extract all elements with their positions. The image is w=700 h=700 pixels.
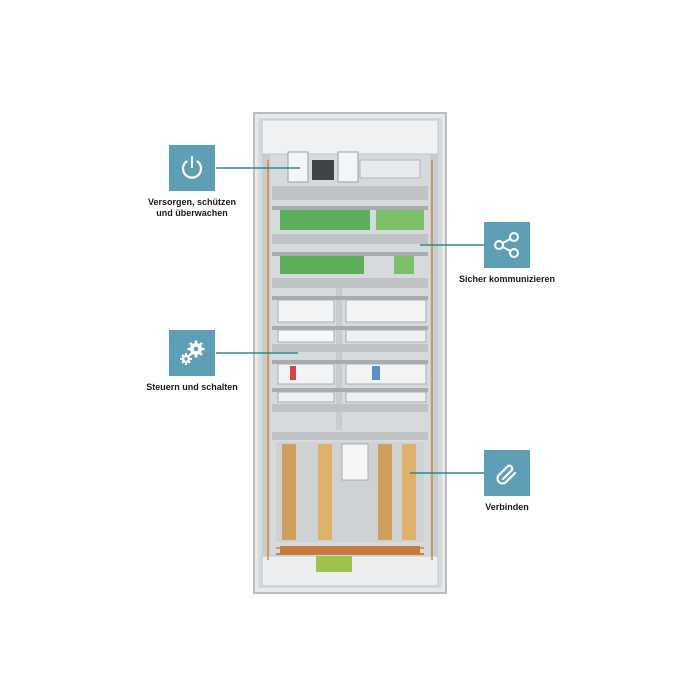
callout-control-label: Steuern und schalten [146, 382, 238, 392]
callout-connect-label: Verbinden [485, 502, 529, 512]
callout-power: Versorgen, schützen und überwachen [140, 145, 244, 219]
power-supply-modules [287, 151, 421, 183]
callout-control: Steuern und schalten [140, 330, 244, 393]
callout-connector-lines [216, 167, 484, 474]
callout-connect: Verbinden [470, 450, 544, 513]
callout-communicate-label: Sicher kommunizieren [458, 274, 556, 284]
callout-power-label-line2: und überwachen [156, 208, 228, 218]
circuit-breakers [277, 299, 427, 403]
callout-communicate: Sicher kommunizieren [450, 222, 564, 285]
network-icon [484, 222, 530, 268]
callout-power-label-line1: Versorgen, schützen [147, 197, 237, 207]
busbar [280, 546, 420, 572]
wiring-ducts [272, 186, 428, 440]
din-rails [272, 206, 428, 392]
lower-terminal-section [276, 442, 424, 542]
power-icon [169, 145, 215, 191]
callout-power-label: Versorgen, schützen und überwachen [140, 197, 244, 219]
paperclip-icon [484, 450, 530, 496]
terminal-blocks-green [280, 210, 424, 274]
gears-icon [169, 330, 215, 376]
